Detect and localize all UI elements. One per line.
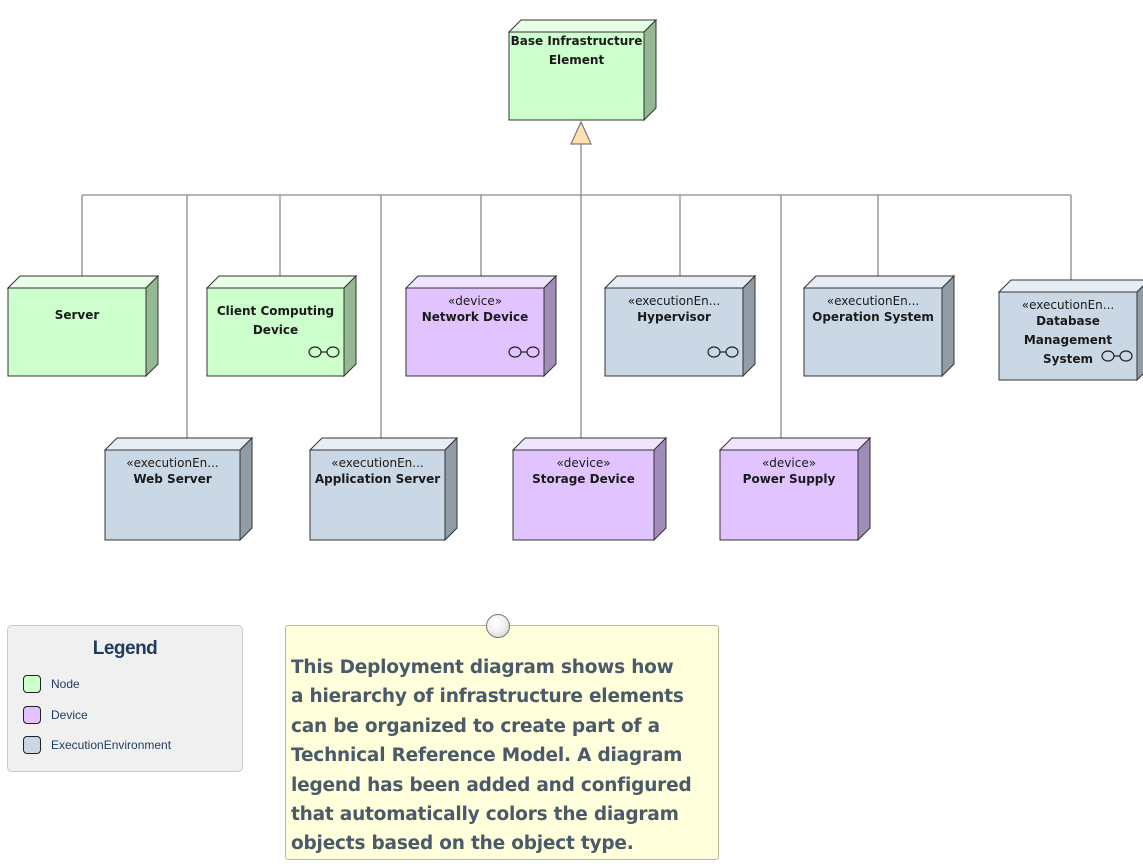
node-side-face	[444, 436, 458, 542]
node-front-face	[719, 449, 859, 541]
legend-title: Legend	[92, 638, 158, 659]
node-top-face	[507, 19, 658, 33]
legend-item-device: Device	[23, 705, 88, 725]
node-stereotype-network: «device»	[448, 294, 502, 308]
composite-icon	[508, 346, 540, 358]
node-side-face	[239, 436, 253, 542]
node-side-face	[742, 274, 756, 378]
node-stereotype-dbms: «executionEn...	[1022, 298, 1114, 312]
node-side-face	[343, 274, 357, 378]
node-side-face	[857, 436, 871, 542]
composite-icon	[707, 346, 739, 358]
node-server[interactable]: Server	[6, 274, 160, 378]
note-text: This Deployment diagram shows how a hier…	[291, 657, 692, 855]
node-front-face	[508, 31, 645, 121]
node-name-server: Server	[55, 308, 100, 322]
node-side-face	[543, 274, 557, 378]
node-front-face	[104, 449, 241, 541]
node-front-face	[512, 449, 655, 541]
node-top-face	[802, 275, 956, 289]
node-name-power: Power Supply	[743, 472, 836, 486]
node-appserver[interactable]: «executionEn... Application Server	[308, 436, 459, 542]
node-top-face	[718, 437, 872, 451]
diagram-legend[interactable]: Legend Node Device ExecutionEnvironment	[7, 625, 243, 772]
legend-label-execution-environment: ExecutionEnvironment	[51, 738, 172, 752]
node-top-face	[205, 275, 358, 289]
node-front-face	[7, 287, 147, 377]
node-network[interactable]: «device» Network Device	[404, 274, 558, 378]
node-name-webserver: Web Server	[133, 472, 211, 486]
note-pin-icon	[486, 614, 510, 638]
node-top-face	[603, 275, 757, 289]
node-front-face	[998, 291, 1138, 381]
node-side-face	[941, 274, 955, 378]
node-side-face	[1136, 285, 1143, 382]
legend-label-node: Node	[51, 677, 80, 691]
node-front-face	[803, 287, 943, 377]
node-stereotype-os: «executionEn...	[827, 294, 919, 308]
node-top-face	[103, 437, 254, 451]
composite-icon	[308, 346, 340, 358]
node-webserver[interactable]: «executionEn... Web Server	[103, 436, 254, 542]
node-name-os: Operation System	[812, 310, 934, 324]
legend-label-device: Device	[51, 708, 88, 722]
node-side-face	[653, 436, 667, 542]
node-top-face	[6, 275, 160, 289]
node-power[interactable]: «device» Power Supply	[718, 436, 872, 542]
legend-swatch-execution-environment	[23, 736, 41, 754]
node-front-face	[405, 287, 545, 377]
node-stereotype-storage: «device»	[556, 456, 610, 470]
legend-swatch-node	[23, 675, 41, 693]
generalization-connectors	[81, 120, 1072, 438]
node-hypervisor[interactable]: «executionEn... Hypervisor	[603, 274, 757, 378]
node-name-network: Network Device	[422, 310, 529, 324]
node-top-face	[404, 275, 558, 289]
node-os[interactable]: «executionEn... Operation System	[802, 274, 956, 378]
legend-swatch-device	[23, 706, 41, 724]
node-stereotype-power: «device»	[762, 456, 816, 470]
node-side-face	[145, 274, 159, 378]
node-front-face	[206, 287, 345, 377]
node-name-storage: Storage Device	[532, 472, 635, 486]
generalization-arrowhead-icon	[570, 120, 592, 145]
node-front-face	[309, 449, 446, 541]
node-side-face	[643, 18, 657, 122]
node-name-hypervisor: Hypervisor	[637, 310, 711, 324]
legend-item-node: Node	[23, 674, 80, 694]
legend-item-execution-environment: ExecutionEnvironment	[23, 735, 171, 755]
diagram-note[interactable]: This Deployment diagram shows how a hier…	[285, 625, 719, 860]
node-stereotype-appserver: «executionEn...	[331, 456, 423, 470]
node-front-face	[604, 287, 744, 377]
composite-icon	[1101, 350, 1133, 362]
node-stereotype-hypervisor: «executionEn...	[628, 294, 720, 308]
node-storage[interactable]: «device» Storage Device	[511, 436, 668, 542]
node-stereotype-webserver: «executionEn...	[126, 456, 218, 470]
node-top-face	[308, 437, 459, 451]
node-name-appserver: Application Server	[315, 472, 440, 486]
node-top-face	[997, 279, 1143, 293]
node-top-face	[511, 437, 668, 451]
